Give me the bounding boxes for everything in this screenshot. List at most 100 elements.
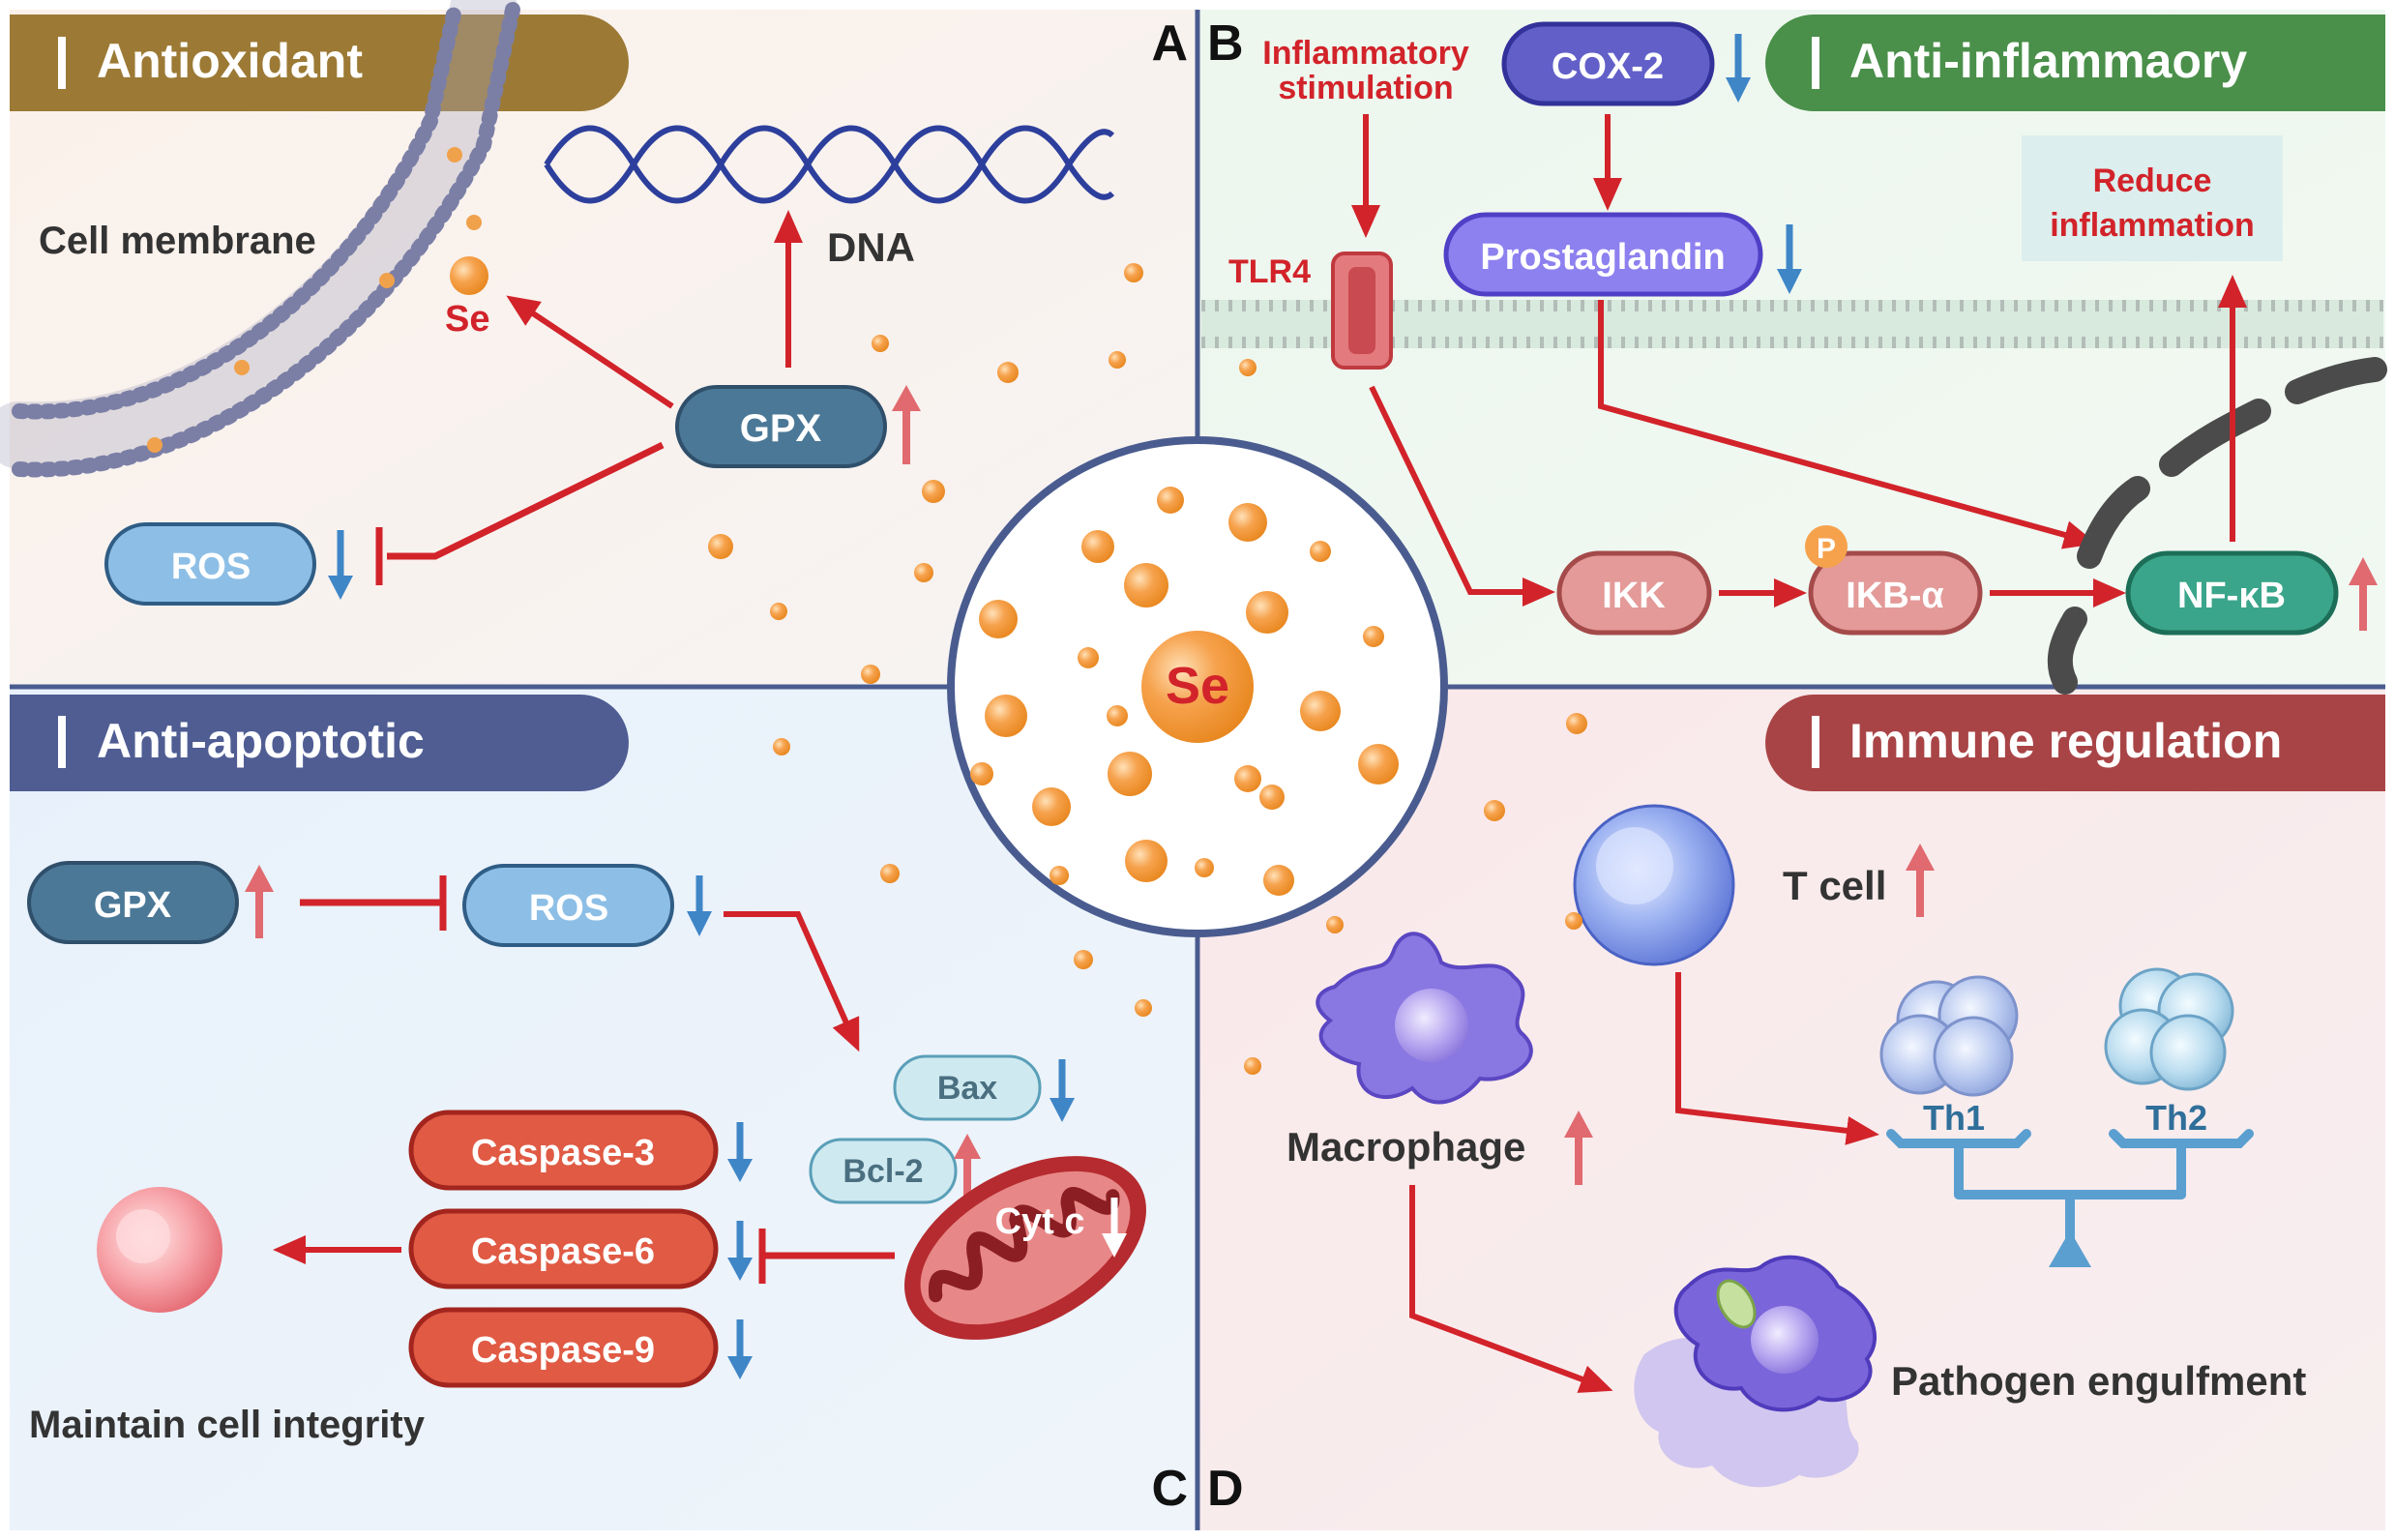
caspase9-label: Caspase-9 xyxy=(471,1330,655,1371)
bcl2-node xyxy=(809,1138,958,1204)
ikk-label: IKK xyxy=(1602,576,1666,616)
maintain-cell-integrity-label: Maintain cell integrity xyxy=(29,1404,426,1446)
caspase6-down-arrow xyxy=(727,1221,753,1281)
central-se-label: Se xyxy=(1166,657,1229,715)
caspase6-node xyxy=(408,1208,719,1289)
prostaglandin-node xyxy=(1443,212,1763,297)
panel-d-title: Immune regulation xyxy=(1849,714,2282,768)
caspase3-label: Caspase-3 xyxy=(471,1133,655,1173)
ikk-node xyxy=(1556,550,1712,636)
arrow-macrophage-to-engulfment xyxy=(1409,1185,1613,1393)
gpx-label: GPX xyxy=(740,407,822,450)
th1-cell-cluster xyxy=(1879,975,2019,1097)
t-cell-up-arrow xyxy=(1906,844,1935,917)
prostaglandin-label: Prostaglandin xyxy=(1480,237,1725,278)
panel-a-title-banner xyxy=(10,15,629,111)
nfkb-up-arrow xyxy=(2349,557,2378,631)
inflammatory-stimulation-line2: stimulation xyxy=(1278,70,1453,106)
cell-membrane-label: Cell membrane xyxy=(39,220,316,262)
caspase6-label: Caspase-6 xyxy=(471,1231,655,1272)
phospho-badge xyxy=(1805,525,1848,568)
reduce-inflammation-box xyxy=(2022,135,2283,261)
caspase3-down-arrow xyxy=(727,1122,753,1182)
panel-d-letter: D xyxy=(1207,1461,1244,1517)
panel-a: Antioxidant Cell membrane Se DNA GPX xyxy=(0,0,1188,606)
arrow-tcell-to-th xyxy=(1675,972,1879,1145)
panel-b-title: Anti-inflammaory xyxy=(1849,34,2247,88)
bcl2-label: Bcl-2 xyxy=(843,1153,923,1190)
prostaglandin-down-arrow xyxy=(1777,224,1802,294)
tlr4-label: TLR4 xyxy=(1228,253,1311,290)
cytc-down-arrow xyxy=(1102,1198,1127,1258)
tlr4-receptor xyxy=(1331,252,1393,370)
phospho-label: P xyxy=(1817,533,1836,565)
engulfing-macrophage-icon xyxy=(1634,1255,1878,1488)
panel-a-title: Antioxidant xyxy=(97,34,363,88)
apoptotic-gpx-up-arrow xyxy=(245,865,274,938)
caspase9-node xyxy=(408,1307,719,1388)
macrophage-label: Macrophage xyxy=(1286,1124,1525,1170)
inhibit-gpx-ros xyxy=(375,441,665,585)
panel-b-letter: B xyxy=(1207,15,1244,72)
nfkb-node xyxy=(2125,550,2339,636)
mitochondrion xyxy=(904,1156,1146,1340)
gpx-node xyxy=(675,385,887,468)
panel-d-title-banner xyxy=(1765,695,2385,791)
inhibit-cytc-caspase xyxy=(758,1229,895,1284)
bax-down-arrow xyxy=(1050,1059,1075,1122)
caspase3-node xyxy=(408,1110,719,1191)
arrow-ros-to-mitochondria xyxy=(724,911,860,1052)
panel-c: Anti-apoptotic GPX ROS Bax Bcl-2 xyxy=(10,695,1188,1517)
se-particle xyxy=(450,256,488,295)
panel-a-letter: A xyxy=(1151,15,1188,72)
nfkb-label: NF-κB xyxy=(2177,576,2286,616)
central-se-sphere xyxy=(1141,631,1254,743)
cox2-down-arrow xyxy=(1726,34,1751,103)
balance-scale-base xyxy=(2049,1230,2091,1267)
cox2-label: COX-2 xyxy=(1552,46,1664,87)
reduce-inflammation-line1: Reduce xyxy=(2093,163,2212,199)
ros-label: ROS xyxy=(171,547,251,587)
dna-label: DNA xyxy=(827,224,915,270)
arrow-gpx-to-se xyxy=(506,295,674,409)
pathogen-engulfment-label: Pathogen engulfment xyxy=(1891,1358,2306,1404)
macrophage-icon xyxy=(1316,932,1533,1105)
cytc-label: Cyt c xyxy=(995,1201,1085,1242)
apoptotic-ros-label: ROS xyxy=(529,888,608,929)
apoptotic-gpx-label: GPX xyxy=(94,885,172,926)
apoptotic-gpx-node xyxy=(27,861,239,944)
caspase9-down-arrow xyxy=(727,1319,753,1379)
inflammatory-stimulation-line1: Inflammatory xyxy=(1262,35,1469,72)
panel-c-title: Anti-apoptotic xyxy=(97,714,425,768)
inhibit-gpx-ros-apoptotic xyxy=(300,875,447,931)
ros-down-arrow xyxy=(328,530,353,600)
t-cell-label: T cell xyxy=(1783,863,1886,908)
ikb-label: IKB-α xyxy=(1846,576,1943,616)
panel-b-title-banner xyxy=(1765,15,2385,111)
ros-node xyxy=(104,522,316,606)
ikb-node xyxy=(1808,550,1983,636)
inflammation-cell-membrane xyxy=(1201,300,2383,348)
dna-helix xyxy=(544,125,1115,204)
arrow-tlr4-to-ikk xyxy=(1369,385,1555,607)
nuclear-envelope xyxy=(2047,357,2387,695)
th1-label: Th1 xyxy=(1923,1098,1985,1138)
apoptotic-ros-node xyxy=(462,864,674,947)
arrow-prostaglandin-to-nfkb xyxy=(1598,300,2097,549)
central-selenium-circle: Se xyxy=(947,436,1448,937)
gpx-up-arrow xyxy=(892,385,921,464)
cox2-node xyxy=(1501,21,1715,106)
bax-node xyxy=(893,1054,1042,1121)
th2-label: Th2 xyxy=(2145,1098,2207,1138)
macrophage-up-arrow xyxy=(1564,1111,1593,1185)
panel-c-title-banner xyxy=(10,695,629,791)
apoptotic-ros-down-arrow xyxy=(687,875,712,936)
bax-label: Bax xyxy=(937,1070,997,1107)
panel-b: B Anti-inflammaory Inflammatory stimulat… xyxy=(1201,15,2387,695)
se-label: Se xyxy=(445,299,489,340)
cell-membrane-bilayer xyxy=(0,0,520,478)
reduce-inflammation-line2: inflammation xyxy=(2050,207,2255,244)
panel-d: D Immune regulation T cell Th1 Th2 xyxy=(1207,695,2385,1517)
bcl2-up-arrow xyxy=(954,1134,981,1198)
